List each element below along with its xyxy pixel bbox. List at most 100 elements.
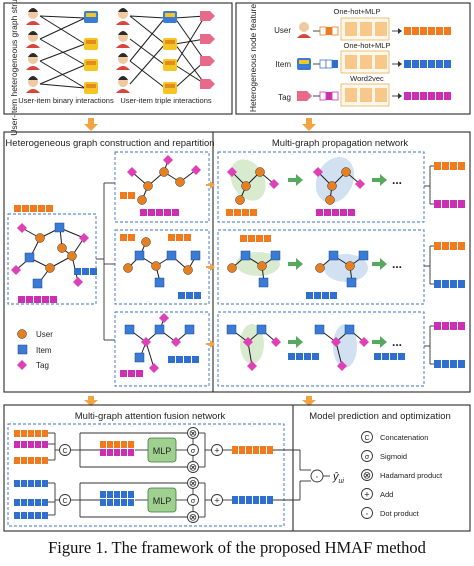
legend-dot-product: Dot product xyxy=(380,509,420,518)
svg-text:C: C xyxy=(62,498,67,505)
encoder-label-tag: Word2vec xyxy=(350,74,384,83)
legend-hadamard: Hadamard product xyxy=(380,471,443,480)
down-arrow-right xyxy=(302,118,316,131)
hadamard-op-user-2 xyxy=(187,461,199,473)
legend-user-marker xyxy=(17,329,27,339)
subgraph-1 xyxy=(114,151,210,223)
one-hot-vector-item xyxy=(319,59,338,69)
svg-text:⊗: ⊗ xyxy=(189,479,197,490)
hadamard-op-user-1 xyxy=(187,427,199,439)
svg-text:σ: σ xyxy=(365,454,370,461)
embedding-vector-item xyxy=(404,60,451,68)
bottom-panel xyxy=(3,404,471,532)
row-label-item: Item xyxy=(275,60,291,69)
propagation-title: Multi-graph propagation network xyxy=(272,138,408,149)
down-arrow-left xyxy=(84,118,98,131)
encoder-label-user: One-hot+MLP xyxy=(334,7,381,16)
subgraph-2 xyxy=(114,229,210,305)
svg-text:·: · xyxy=(315,471,319,483)
binary-interaction-graph: User-item binary interactions xyxy=(18,8,114,105)
node-type-legend: User Item Tag xyxy=(17,329,53,370)
legend-sigmoid: Sigmoid xyxy=(380,452,407,461)
svg-text:+: + xyxy=(214,496,219,506)
one-hot-vector-user xyxy=(319,26,339,36)
node-feature-row-user: User One-hot+MLP xyxy=(274,7,451,41)
propagation-row-2: ... xyxy=(217,229,425,305)
row-label-user: User xyxy=(274,26,291,35)
triple-interactions-caption: User-item triple interactions xyxy=(120,96,212,105)
transfer-arrow-1 xyxy=(206,181,215,189)
ellipsis-1: ... xyxy=(392,173,402,187)
operator-legend: C Concatenation σ Sigmoid ⊗ Hadamard pro… xyxy=(361,431,443,520)
output-connectors xyxy=(424,165,434,365)
full-graph-embeddings xyxy=(14,205,97,303)
svg-text:σ: σ xyxy=(191,498,196,505)
user-icon xyxy=(299,22,309,32)
transfer-arrow-3 xyxy=(206,340,215,348)
hadamard-op-item-2 xyxy=(187,511,199,523)
svg-text:+: + xyxy=(364,490,369,500)
svg-text:σ: σ xyxy=(191,448,196,455)
propagation-row-3: ... xyxy=(217,311,425,387)
legend-tag-label: Tag xyxy=(36,361,49,370)
subgraph-3-box xyxy=(114,311,210,387)
sigmoid-op-item xyxy=(187,494,199,506)
construction-title: Heterogeneous graph construction and rep… xyxy=(5,138,214,149)
graph-structure-vertical-label: User-item heterogeneous graph structure xyxy=(9,0,19,136)
svg-text:+: + xyxy=(214,446,219,456)
node-feature-row-item: Item One-hot+MLP xyxy=(275,41,451,74)
item-icons-triple xyxy=(163,11,177,94)
node-feature-panel xyxy=(235,2,471,115)
prediction-title: Model prediction and optimization xyxy=(309,411,451,422)
prediction-output: ŷui xyxy=(332,471,344,485)
node-feature-vertical-label: Heterogeneous node feature xyxy=(248,4,258,112)
legend-user-label: User xyxy=(36,330,53,339)
down-arrow-bottom-left xyxy=(84,396,98,406)
graph-structure-panel xyxy=(3,2,233,115)
svg-text:⊗: ⊗ xyxy=(189,463,197,474)
full-graph-nodes xyxy=(11,222,89,289)
repartition-connectors xyxy=(96,182,115,341)
binary-interactions-caption: User-item binary interactions xyxy=(18,96,114,105)
word-vector-tag xyxy=(319,91,339,101)
item-icons xyxy=(84,11,98,94)
legend-concatenation: Concatenation xyxy=(380,433,428,442)
encoder-label-item: One-hot+MLP xyxy=(344,41,391,50)
embedding-vector-tag xyxy=(404,92,451,100)
fusion-box xyxy=(7,423,285,527)
svg-text:⊗: ⊗ xyxy=(189,429,197,440)
row-label-tag: Tag xyxy=(278,93,291,102)
legend-add: Add xyxy=(380,490,393,499)
legend-item-label: Item xyxy=(36,346,52,355)
embedding-vector-user xyxy=(404,27,451,35)
svg-text:MLP: MLP xyxy=(153,446,172,456)
down-arrow-bottom-right xyxy=(302,396,316,406)
svg-text:·: · xyxy=(365,508,369,520)
output-embeddings xyxy=(434,162,465,368)
svg-text:⊗: ⊗ xyxy=(189,513,197,524)
ellipsis-3: ... xyxy=(392,335,402,349)
user-avatar-icons-triple xyxy=(116,8,130,93)
triple-interaction-graph: User-item triple interactions xyxy=(116,8,215,105)
figure-caption: Figure 1. The framework of the proposed … xyxy=(48,538,426,557)
user-avatar-icons xyxy=(26,8,40,93)
propagation-row-1: ... xyxy=(217,151,425,223)
fusion-item-branch: C MLP σ ⊗ ⊗ + xyxy=(14,477,273,524)
svg-text:C: C xyxy=(364,435,369,442)
legend-item-marker xyxy=(17,344,28,355)
node-feature-row-tag: Tag Word2vec xyxy=(278,74,451,107)
transfer-arrow-2 xyxy=(206,263,215,271)
ellipsis-2: ... xyxy=(392,257,402,271)
prediction-head: · ŷui xyxy=(273,449,344,501)
svg-text:⊗: ⊗ xyxy=(363,471,371,482)
tag-icon xyxy=(297,91,312,101)
svg-text:MLP: MLP xyxy=(153,496,172,506)
hadamard-op-item-1 xyxy=(187,477,199,489)
fusion-user-branch: C MLP σ ⊗ ⊗ + xyxy=(14,427,273,474)
sigmoid-op-user xyxy=(187,444,199,456)
subgraph-3 xyxy=(114,311,210,387)
subgraph-1-box xyxy=(114,151,210,223)
fusion-title: Multi-graph attention fusion network xyxy=(75,411,226,422)
svg-text:C: C xyxy=(62,448,67,455)
